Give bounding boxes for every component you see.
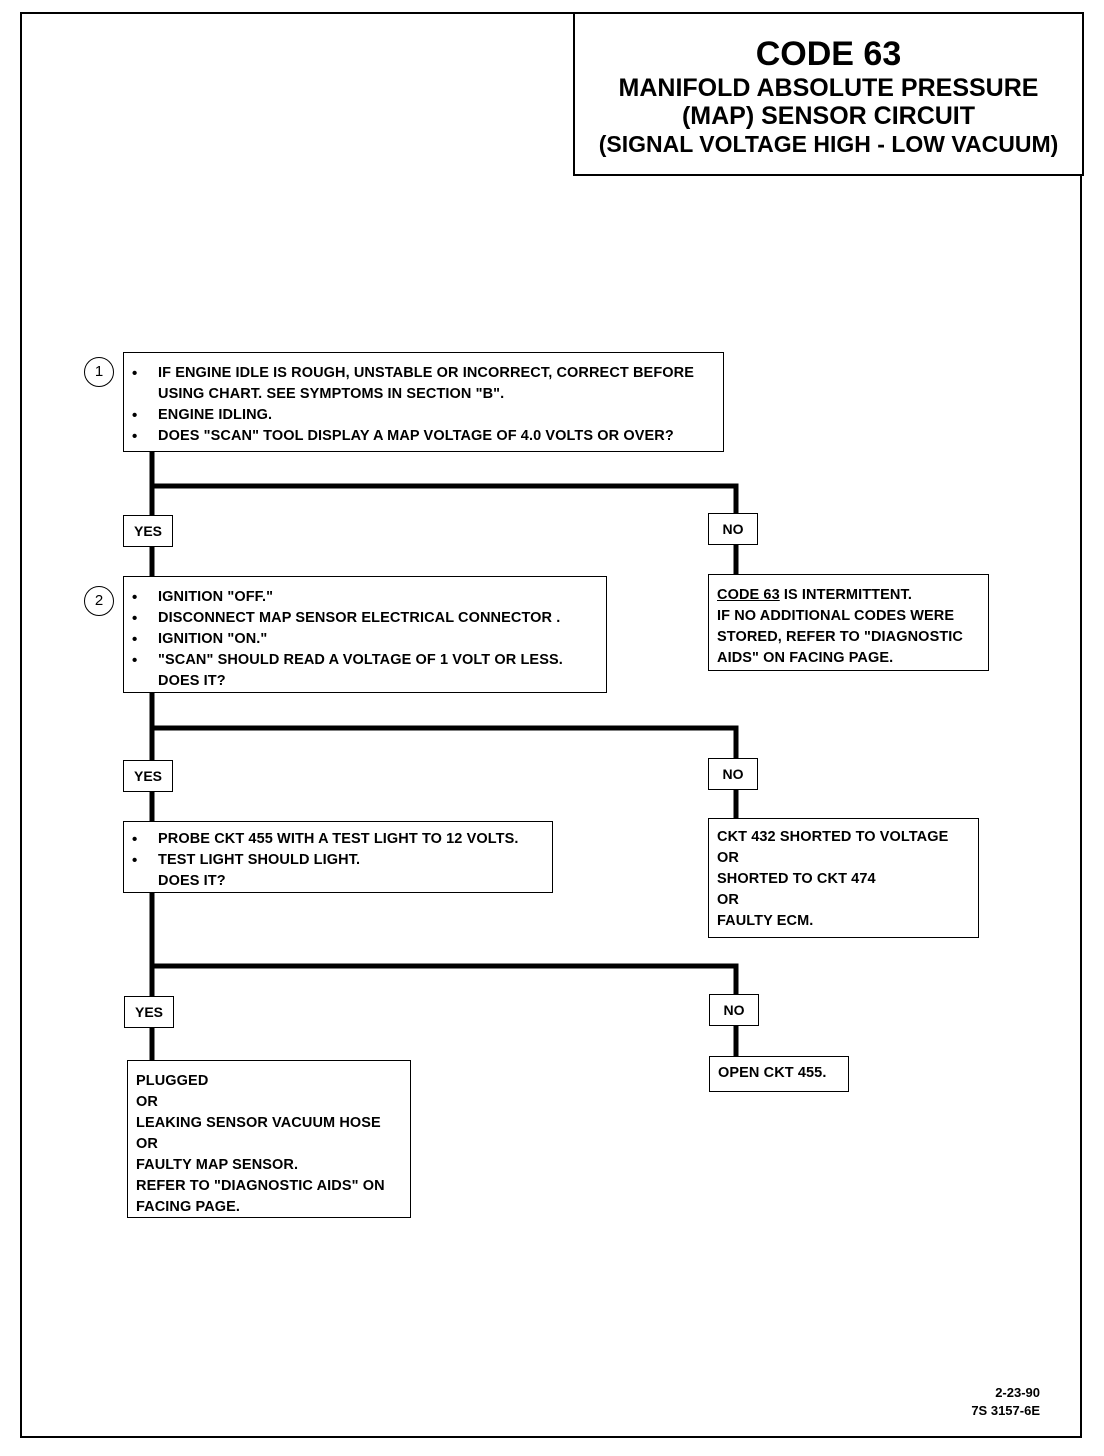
no-2-line-3: SHORTED TO CKT 474 [717, 871, 876, 887]
step-1-bullet-3: DOES "SCAN" TOOL DISPLAY A MAP VOLTAGE O… [124, 426, 723, 447]
no-3-text: OPEN CKT 455. [718, 1065, 827, 1081]
no-2-line-4: OR [717, 892, 739, 908]
step-1-bullet-1-cont: USING CHART. SEE SYMPTOMS IN SECTION "B"… [158, 386, 505, 402]
footer: 2-23-90 7S 3157-6E [971, 1384, 1040, 1420]
yes-3-line-5: FAULTY MAP SENSOR. [136, 1157, 299, 1173]
step-2-bullet-4: "SCAN" SHOULD READ A VOLTAGE OF 1 VOLT O… [124, 650, 606, 671]
no-1-line-1: IS INTERMITTENT. [779, 587, 912, 603]
step-2-box: IGNITION "OFF." DISCONNECT MAP SENSOR EL… [123, 576, 607, 693]
step-2-question: DOES IT? [158, 673, 226, 689]
no-label-3: NO [709, 994, 759, 1026]
no-2-line-5: FAULTY ECM. [717, 913, 814, 929]
yes-label-3: YES [124, 996, 174, 1028]
step-2-bullet-3: IGNITION "ON." [124, 629, 606, 650]
step-3-question: DOES IT? [158, 873, 226, 889]
yes-3-line-2: OR [136, 1094, 158, 1110]
yes-3-line-1: PLUGGED [136, 1073, 209, 1089]
step-2-marker: 2 [84, 586, 114, 616]
no-1-line-2: IF NO ADDITIONAL CODES WERE [717, 608, 955, 624]
yes-3-line-7: FACING PAGE. [136, 1199, 241, 1215]
no-2-line-1: CKT 432 SHORTED TO VOLTAGE [717, 829, 949, 845]
code-63-reference: CODE 63 [717, 587, 780, 603]
code-title: CODE 63 [755, 35, 902, 73]
step-3-bullet-2: TEST LIGHT SHOULD LIGHT. [124, 850, 552, 871]
step-3-box: PROBE CKT 455 WITH A TEST LIGHT TO 12 VO… [123, 821, 553, 893]
no-1-line-3: STORED, REFER TO "DIAGNOSTIC [717, 629, 963, 645]
yes-3-line-3: LEAKING SENSOR VACUUM HOSE [136, 1115, 381, 1131]
step-2-bullet-2: DISCONNECT MAP SENSOR ELECTRICAL CONNECT… [124, 608, 606, 629]
yes-label-2: YES [123, 760, 173, 792]
yes-3-line-4: OR [136, 1136, 158, 1152]
step-3-bullet-1: PROBE CKT 455 WITH A TEST LIGHT TO 12 VO… [124, 829, 552, 850]
no-1-result-box: CODE 63 IS INTERMITTENT. IF NO ADDITIONA… [708, 574, 989, 671]
step-2-bullet-1: IGNITION "OFF." [124, 587, 606, 608]
yes-label-1: YES [123, 515, 173, 547]
no-2-line-2: OR [717, 850, 739, 866]
footer-ref: 7S 3157-6E [971, 1403, 1040, 1418]
footer-date: 2-23-90 [995, 1385, 1040, 1400]
no-label-1: NO [708, 513, 758, 545]
yes-3-line-6: REFER TO "DIAGNOSTIC AIDS" ON [136, 1178, 385, 1194]
page-border [20, 12, 1082, 1438]
title-line-2: (MAP) SENSOR CIRCUIT [681, 102, 976, 130]
no-2-result-box: CKT 432 SHORTED TO VOLTAGE OR SHORTED TO… [708, 818, 979, 938]
no-1-line-4: AIDS" ON FACING PAGE. [717, 650, 894, 666]
yes-3-result-box: PLUGGED OR LEAKING SENSOR VACUUM HOSE OR… [127, 1060, 411, 1218]
title-box: CODE 63 MANIFOLD ABSOLUTE PRESSURE (MAP)… [573, 12, 1084, 176]
no-3-result-box: OPEN CKT 455. [709, 1056, 849, 1092]
no-label-2: NO [708, 758, 758, 790]
step-1-bullet-1: IF ENGINE IDLE IS ROUGH, UNSTABLE OR INC… [124, 363, 723, 384]
step-1-marker: 1 [84, 357, 114, 387]
step-1-box: IF ENGINE IDLE IS ROUGH, UNSTABLE OR INC… [123, 352, 724, 452]
title-line-3: (SIGNAL VOLTAGE HIGH - LOW VACUUM) [598, 131, 1059, 157]
step-1-bullet-2: ENGINE IDLING. [124, 405, 723, 426]
title-line-1: MANIFOLD ABSOLUTE PRESSURE [618, 74, 1039, 102]
